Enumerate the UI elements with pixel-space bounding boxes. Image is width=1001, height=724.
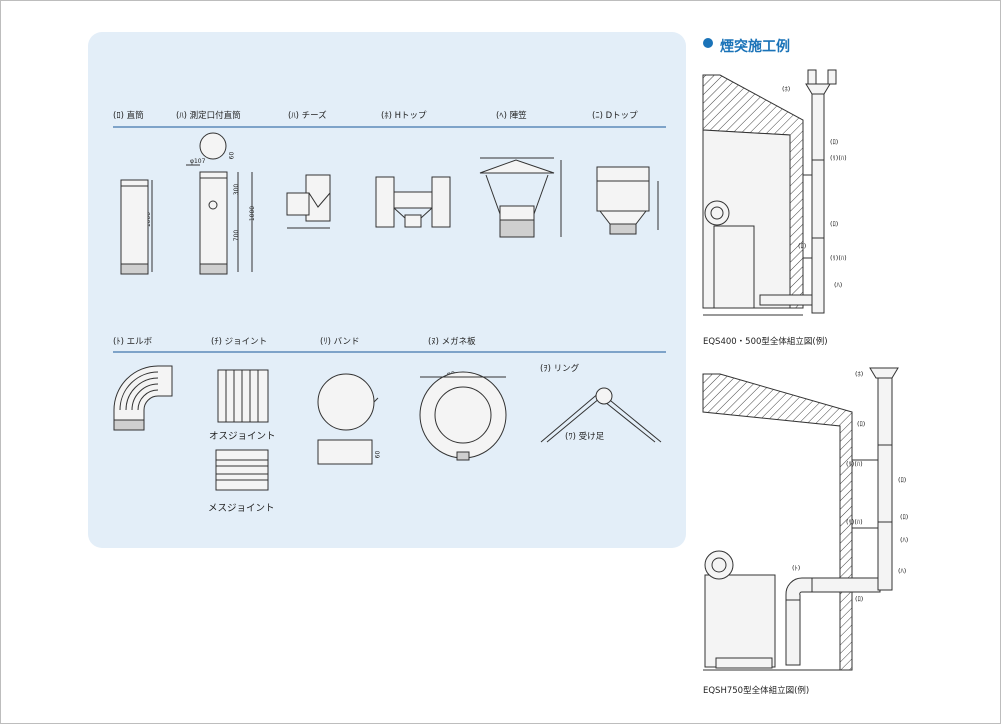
svg-text:(ﾘ)(ﾊ): (ﾘ)(ﾊ) <box>846 460 863 468</box>
svg-text:(ﾛ): (ﾛ) <box>798 242 806 250</box>
h-top-drawing <box>375 176 451 228</box>
part-label-h-top: (ﾎ) Hトップ <box>381 111 427 121</box>
svg-text:(ﾘ)(ﾊ): (ﾘ)(ﾊ) <box>830 254 847 262</box>
part-label-joint: (ﾁ) ジョイント <box>211 337 268 347</box>
ring-label: (ｦ) リング <box>540 364 580 374</box>
section-title: 煙突施工例 <box>720 39 790 55</box>
svg-text:(ﾘ)(ﾊ): (ﾘ)(ﾊ) <box>830 154 847 162</box>
row1-rule <box>113 126 666 128</box>
svg-text:(ﾛ): (ﾛ) <box>830 220 838 228</box>
spectacle-plate-drawing <box>419 371 507 461</box>
svg-text:(ﾛ): (ﾛ) <box>830 138 838 146</box>
diagram2-drawing <box>702 367 899 671</box>
female-joint-drawing <box>215 449 269 491</box>
parts-panel <box>88 32 686 548</box>
jingasa-drawing <box>479 157 562 238</box>
diagram1-drawing <box>702 69 837 316</box>
band-drawing <box>317 373 379 465</box>
diagram2-caption: EQSH750型全体組立図(例) <box>703 686 810 696</box>
part-label-d-top: (ﾆ) Dトップ <box>592 111 638 121</box>
part-label-elbow: (ﾄ) エルボ <box>113 337 153 347</box>
svg-text:(ﾛ): (ﾛ) <box>898 476 906 484</box>
section-bullet-icon <box>703 38 713 48</box>
svg-text:(ﾊ): (ﾊ) <box>834 281 842 289</box>
female-joint-label: メスジョイント <box>208 503 275 514</box>
male-joint-drawing <box>217 369 269 423</box>
svg-text:(ﾄ): (ﾄ) <box>792 564 800 572</box>
straight-pipe-drawing <box>120 179 153 275</box>
part-label-jingasa: (ﾍ) 陣笠 <box>496 111 527 121</box>
svg-text:(ﾊ): (ﾊ) <box>898 567 906 575</box>
svg-text:(ﾛ): (ﾛ) <box>855 595 863 603</box>
part-label-straight: (ﾛ) 直筒 <box>113 111 144 121</box>
measure-pipe-drawing <box>186 132 253 275</box>
ring-seat-label: (ﾜ) 受け足 <box>565 432 605 442</box>
row2-rule <box>113 351 666 353</box>
svg-text:(ﾎ): (ﾎ) <box>782 85 790 93</box>
elbow-drawing <box>113 365 173 431</box>
svg-text:(ﾘ)(ﾊ): (ﾘ)(ﾊ) <box>846 518 863 526</box>
diagram1-caption: EQS400・500型全体組立図(例) <box>703 337 828 347</box>
svg-text:(ﾛ): (ﾛ) <box>900 513 908 521</box>
svg-text:(ﾛ): (ﾛ) <box>857 420 865 428</box>
tee-drawing <box>286 174 331 229</box>
part-label-band: (ﾘ) バンド <box>320 337 360 347</box>
male-joint-label: オスジョイント <box>209 431 276 442</box>
svg-text:(ﾊ): (ﾊ) <box>900 536 908 544</box>
ring-drawing <box>540 387 662 443</box>
part-label-tee: (ﾊ) チーズ <box>288 111 327 121</box>
svg-text:(ﾎ): (ﾎ) <box>855 370 863 378</box>
part-label-spectacle-plate: (ﾇ) メガネ板 <box>428 337 476 347</box>
dim-phi107: φ107 <box>190 158 206 165</box>
d-top-drawing <box>596 166 659 235</box>
part-label-measure-straight: (ﾊ) 測定口付直筒 <box>176 111 241 121</box>
